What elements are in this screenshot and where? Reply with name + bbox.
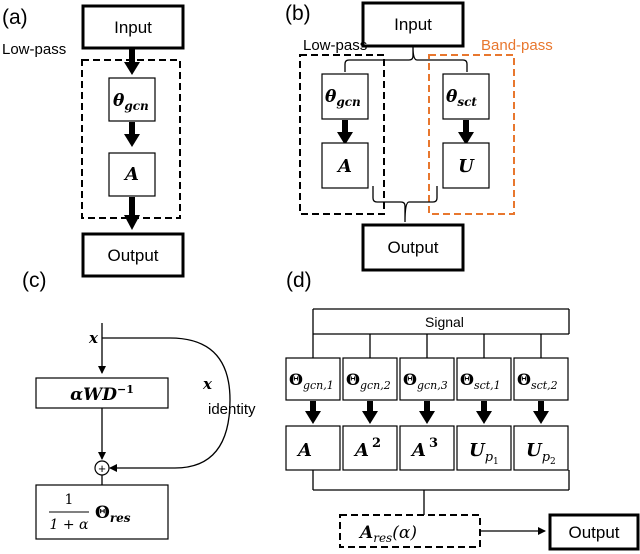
panel-d-label: (d) [286,269,312,292]
b-band-pass-label: Band-pass [481,37,553,54]
a-arrow-3 [124,197,140,230]
d-op-box-1 [285,425,341,471]
a-input-box [81,4,185,50]
d-signal-text: Signal [425,314,464,330]
d-arrow-head-5 [533,411,549,424]
d-arrow-head-2 [362,411,378,424]
c-res-den: 1 + α [50,517,90,533]
b-theta-sct-text: θsct [446,87,477,109]
d-arrow-shaft-2 [367,401,373,412]
b-theta-gcn-box [321,73,369,120]
d-filter-text-5: Θsct,2 [517,370,558,392]
b-low-pass-label: Low-pass [303,37,367,54]
panel-c: (c) x αWD−1 x identity + 1 1 + α Θres [22,269,256,540]
d-arrow-head-4 [476,411,492,424]
panel-d: (d) Signal Θgcn,1 Θgcn,2 Θgcn,3 Θsct,1 Θsct,… [285,269,640,551]
b-input-text: Input [394,15,432,34]
d-filter-text-4: Θsct,1 [460,370,501,392]
d-op-box-3 [399,425,455,471]
c-x-input-text: x [88,329,99,347]
c-op-box [35,377,169,409]
a-op-box [108,152,156,197]
b-output-box [361,223,465,272]
d-arrow-shaft-5 [538,401,544,412]
a-theta-text: θgcn [113,91,149,113]
d-op-box-5 [513,425,569,471]
b-arrow-band [458,120,474,145]
d-op-box-4 [456,425,512,471]
c-skip-connection [102,337,231,472]
b-op-band-box [442,142,490,189]
d-arrow-shaft-3 [424,401,430,412]
d-arrow-shaft-4 [481,401,487,412]
panel-a: (a) Input Low-pass θgcn A Output [2,4,185,278]
d-filter-box-5 [513,357,569,401]
b-op-band-text: U [458,156,475,177]
b-theta-sct-box [442,73,490,120]
d-arrow-head-1 [305,411,321,424]
b-input-box [361,1,465,48]
b-top-brace [344,46,468,72]
a-arrow-1 [124,49,140,75]
b-bottom-brace [372,186,438,223]
d-filter-box-4 [456,357,512,401]
panel-b: (b) Input Low-pass Band-pass θgcn θsct A… [285,1,553,272]
d-op-text-1: A [296,440,312,461]
d-filter-text-1: Θgcn,1 [289,370,334,392]
d-filter-row: Θgcn,1 Θgcn,2 Θgcn,3 Θsct,1 Θsct,2 [285,334,569,424]
a-low-pass-label: Low-pass [2,41,66,58]
c-plus-text: + [98,461,106,476]
c-res-theta: Θres [95,503,131,525]
d-filter-text-2: Θgcn,2 [346,370,391,392]
panel-a-label: (a) [2,6,28,29]
c-res-num: 1 [65,492,74,508]
b-band-pass-region [428,54,515,215]
d-filter-box-2 [342,357,398,401]
b-output-text: Output [387,238,438,257]
c-identity-text: identity [208,401,256,418]
d-op-text-5: Up2 [526,440,556,467]
b-arrow-low [337,120,353,145]
d-res-text: Ares(α) [358,523,417,545]
a-arrow-2 [124,122,140,147]
c-op-text: αWD−1 [70,383,134,405]
d-op-box-2 [342,425,398,471]
d-filter-box-3 [399,357,455,401]
b-op-low-box [321,142,369,189]
a-op-text: A [123,164,139,185]
d-arrow-head-3 [419,411,435,424]
d-output-box [548,513,640,551]
d-op-text-4: Up1 [469,440,499,467]
a-input-text: Input [114,18,152,37]
panel-b-label: (b) [285,2,311,25]
a-output-text: Output [107,246,158,265]
c-x-skip-text: x [202,375,213,393]
d-arrow-shaft-1 [310,401,316,412]
a-output-box [81,232,185,278]
a-theta-box [108,77,156,122]
b-op-low-text: A [336,156,352,177]
d-filter-box-1 [285,357,341,401]
b-theta-gcn-text: θgcn [325,87,361,109]
d-filter-text-3: Θgcn,3 [403,370,448,392]
panel-c-label: (c) [22,269,47,292]
d-output-text: Output [568,523,619,542]
